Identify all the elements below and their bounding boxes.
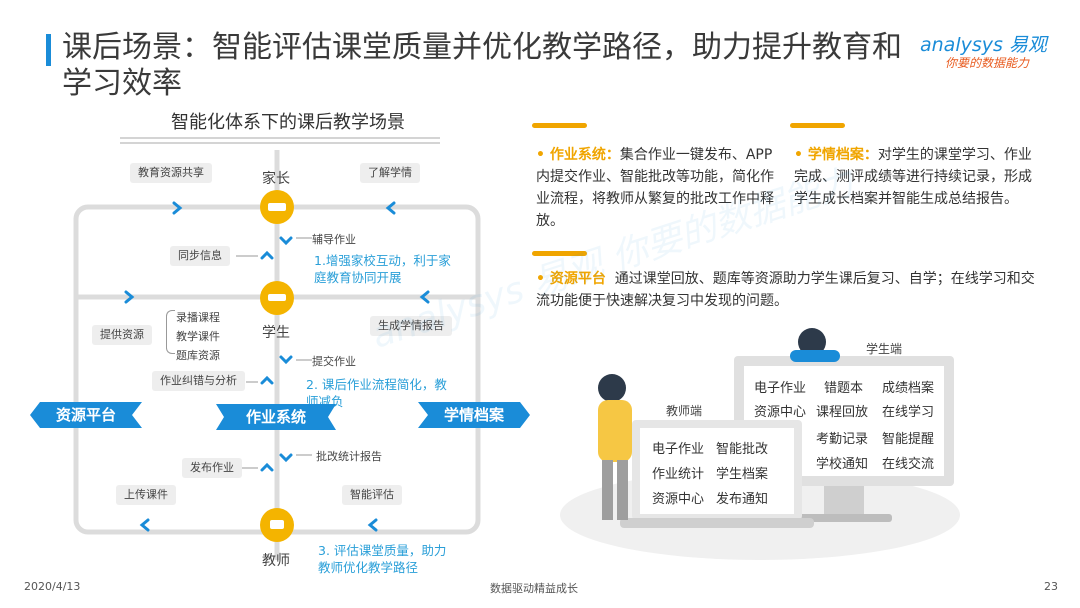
student-feature: 资源中心 [754,401,806,420]
footer-date: 2020/4/13 [24,580,80,593]
student-feature: 课程回放 [816,401,868,420]
teacher-terminal-label: 教师端 [666,402,702,419]
student-feature: 成绩档案 [882,377,934,396]
student-feature: 在线交流 [882,453,934,472]
student-feature: 电子作业 [754,377,806,396]
student-feature: 学校通知 [816,453,868,472]
student-feature: 智能提醒 [882,428,934,447]
teacher-feature: 资源中心 [652,488,704,507]
teacher-feature: 智能批改 [716,438,768,457]
teacher-feature: 电子作业 [652,438,704,457]
student-feature: 错题本 [824,377,863,396]
student-feature: 考勤记录 [816,428,868,447]
footer-slogan: 数据驱动精益成长 [490,580,578,596]
teacher-feature: 作业统计 [652,463,704,482]
student-feature: 在线学习 [882,401,934,420]
student-terminal-label: 学生端 [866,340,902,357]
page-number: 23 [1044,580,1058,593]
teacher-feature: 发布通知 [716,488,768,507]
teacher-feature: 学生档案 [716,463,768,482]
